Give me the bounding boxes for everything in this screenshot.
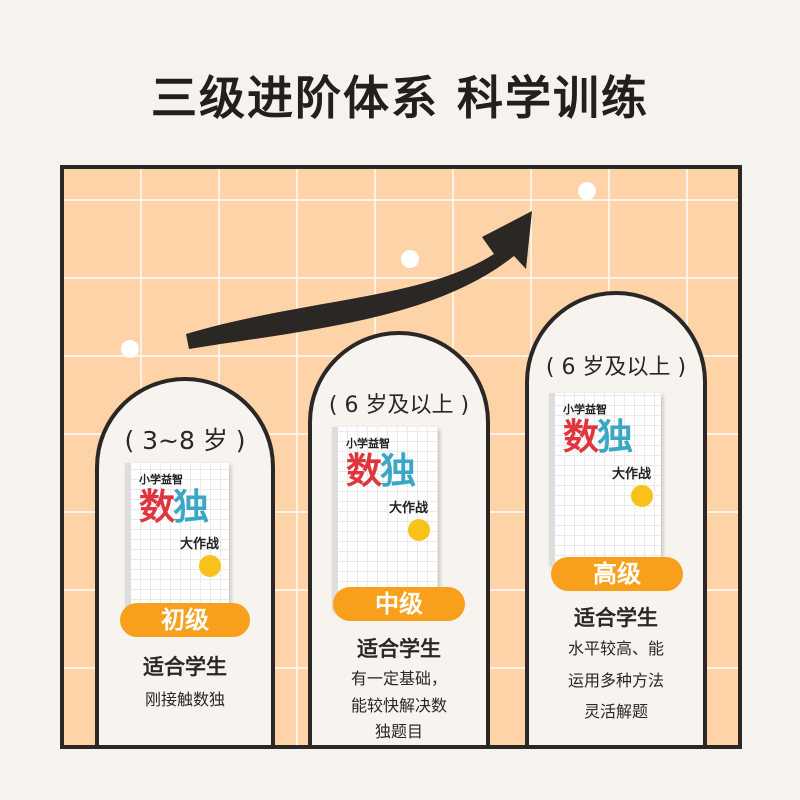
dot <box>121 340 139 358</box>
page-title: 三级进阶体系 科学训练 <box>150 71 649 125</box>
rising-arrow-icon <box>186 211 532 349</box>
book-cover: 小学益智 数独 大作战 <box>332 427 438 611</box>
badge-icon <box>199 555 221 577</box>
age-range: ( 6 岁及以上 ) <box>328 393 470 418</box>
progress-panel: ( 3~8 岁 ) 小学益智 数独 大作战 初级 适合学生 刚接触数独 ( 6 … <box>60 165 742 749</box>
badge-icon <box>408 519 430 541</box>
book-cover: 小学益智 数独 大作战 <box>549 393 661 565</box>
level-badge: 中级 <box>333 587 465 621</box>
dot <box>401 250 419 268</box>
age-range: ( 6 岁及以上 ) <box>545 355 687 380</box>
level-card-beginner: ( 3~8 岁 ) 小学益智 数独 大作战 初级 适合学生 刚接触数独 <box>95 377 275 745</box>
level-badge: 高级 <box>551 557 683 591</box>
level-card-intermediate: ( 6 岁及以上 ) 小学益智 数独 大作战 中级 适合学生 有一定基础， 能较… <box>308 331 490 745</box>
level-card-advanced: ( 6 岁及以上 ) 小学益智 数独 大作战 高级 适合学生 水平较高、能 运用… <box>525 291 707 745</box>
badge-icon <box>631 485 653 507</box>
level-badge: 初级 <box>120 603 250 637</box>
dot <box>578 182 596 200</box>
book-cover: 小学益智 数独 大作战 <box>125 463 229 609</box>
age-range: ( 3~8 岁 ) <box>124 426 246 455</box>
